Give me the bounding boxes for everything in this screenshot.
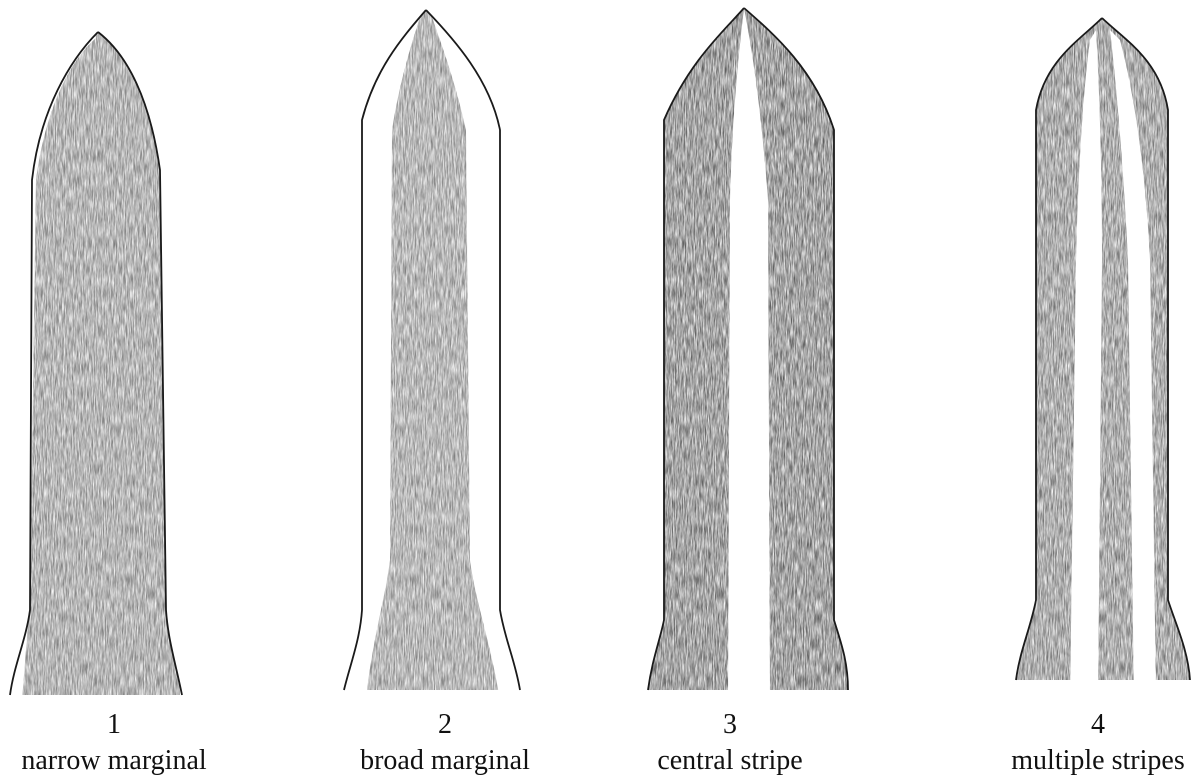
leaf-panel-2 [330, 0, 530, 700]
panel-number-2: 2 [438, 709, 452, 740]
panel-caption-3: central stripe [657, 745, 802, 776]
panel-number-1: 1 [107, 709, 121, 740]
leaf-shading [1010, 10, 1199, 690]
leaf-panel-4 [1010, 10, 1199, 700]
leaf-panel-3 [640, 0, 860, 700]
panel-caption-1: narrow marginal [21, 745, 207, 776]
panel-caption-2: broad marginal [360, 745, 530, 776]
leaf-panel-1 [0, 20, 200, 700]
panel-number-4: 4 [1091, 709, 1105, 740]
panel-number-3: 3 [723, 709, 737, 740]
panel-caption-4: multiple stripes [1011, 745, 1184, 776]
